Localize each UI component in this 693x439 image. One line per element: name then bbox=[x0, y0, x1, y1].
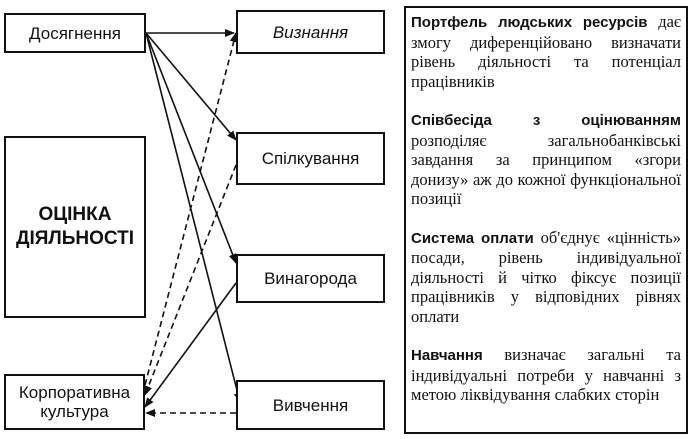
dashed-arrow-culture-to-recognition bbox=[144, 32, 238, 386]
arrow-achievements-to-learning bbox=[145, 32, 242, 403]
arrow-achievements-to-communication bbox=[145, 32, 237, 141]
corporate-culture-box: Корпоративна культура bbox=[4, 374, 145, 430]
communication-label: Спілкування bbox=[261, 149, 360, 168]
achievements-label: Досягнення bbox=[29, 23, 121, 43]
recognition-box: Визнання bbox=[236, 10, 385, 54]
description-appraisal-interview: Співбесіда з оцінюванням розподіляє зага… bbox=[411, 110, 681, 209]
description-text: визначає загальні та індивідуальні потре… bbox=[411, 345, 681, 404]
reward-label: Винагорода bbox=[264, 269, 357, 288]
description-text: об'єднує «цінність» посади, рівень індив… bbox=[411, 227, 681, 326]
evaluation-title-line2: ДІЯЛЬНОСТІ bbox=[15, 228, 135, 249]
arrow-reward-to-culture bbox=[144, 282, 237, 408]
description-term: Співбесіда з оцінюванням bbox=[411, 112, 681, 129]
description-term: Портфель людських ресурсів bbox=[411, 14, 648, 31]
description-training: Навчання визначає загальні та індивідуал… bbox=[411, 345, 681, 405]
description-term: Система оплати bbox=[411, 229, 534, 247]
culture-label-line2: культура bbox=[40, 402, 109, 421]
descriptions-panel: Портфель людських ресурсів дає змогу диф… bbox=[404, 6, 688, 434]
learning-box: Вивчення bbox=[236, 380, 385, 430]
culture-label-line1: Корпоративна bbox=[18, 383, 131, 402]
learning-label: Вивчення bbox=[272, 395, 349, 415]
evaluation-box: ОЦІНКА ДІЯЛЬНОСТІ bbox=[4, 136, 146, 318]
dashed-arrow-communication-to-culture bbox=[144, 164, 237, 396]
arrow-achievements-to-reward bbox=[145, 32, 237, 264]
description-term: Навчання bbox=[411, 347, 483, 364]
description-text: дає змогу диференційовано визначати ріве… bbox=[411, 12, 681, 91]
reward-box: Винагорода bbox=[236, 254, 385, 303]
evaluation-title-line1: ОЦІНКА bbox=[38, 204, 112, 225]
description-text: розподіляє загальнобанківські завдання з… bbox=[411, 130, 681, 209]
description-payment-system: Система оплати об'єднує «цінність» посад… bbox=[411, 228, 681, 327]
communication-box: Спілкування bbox=[236, 132, 385, 185]
recognition-label: Визнання bbox=[272, 22, 349, 42]
achievements-box: Досягнення bbox=[4, 13, 146, 53]
description-hr-portfolio: Портфель людських ресурсів дає змогу диф… bbox=[411, 12, 681, 91]
